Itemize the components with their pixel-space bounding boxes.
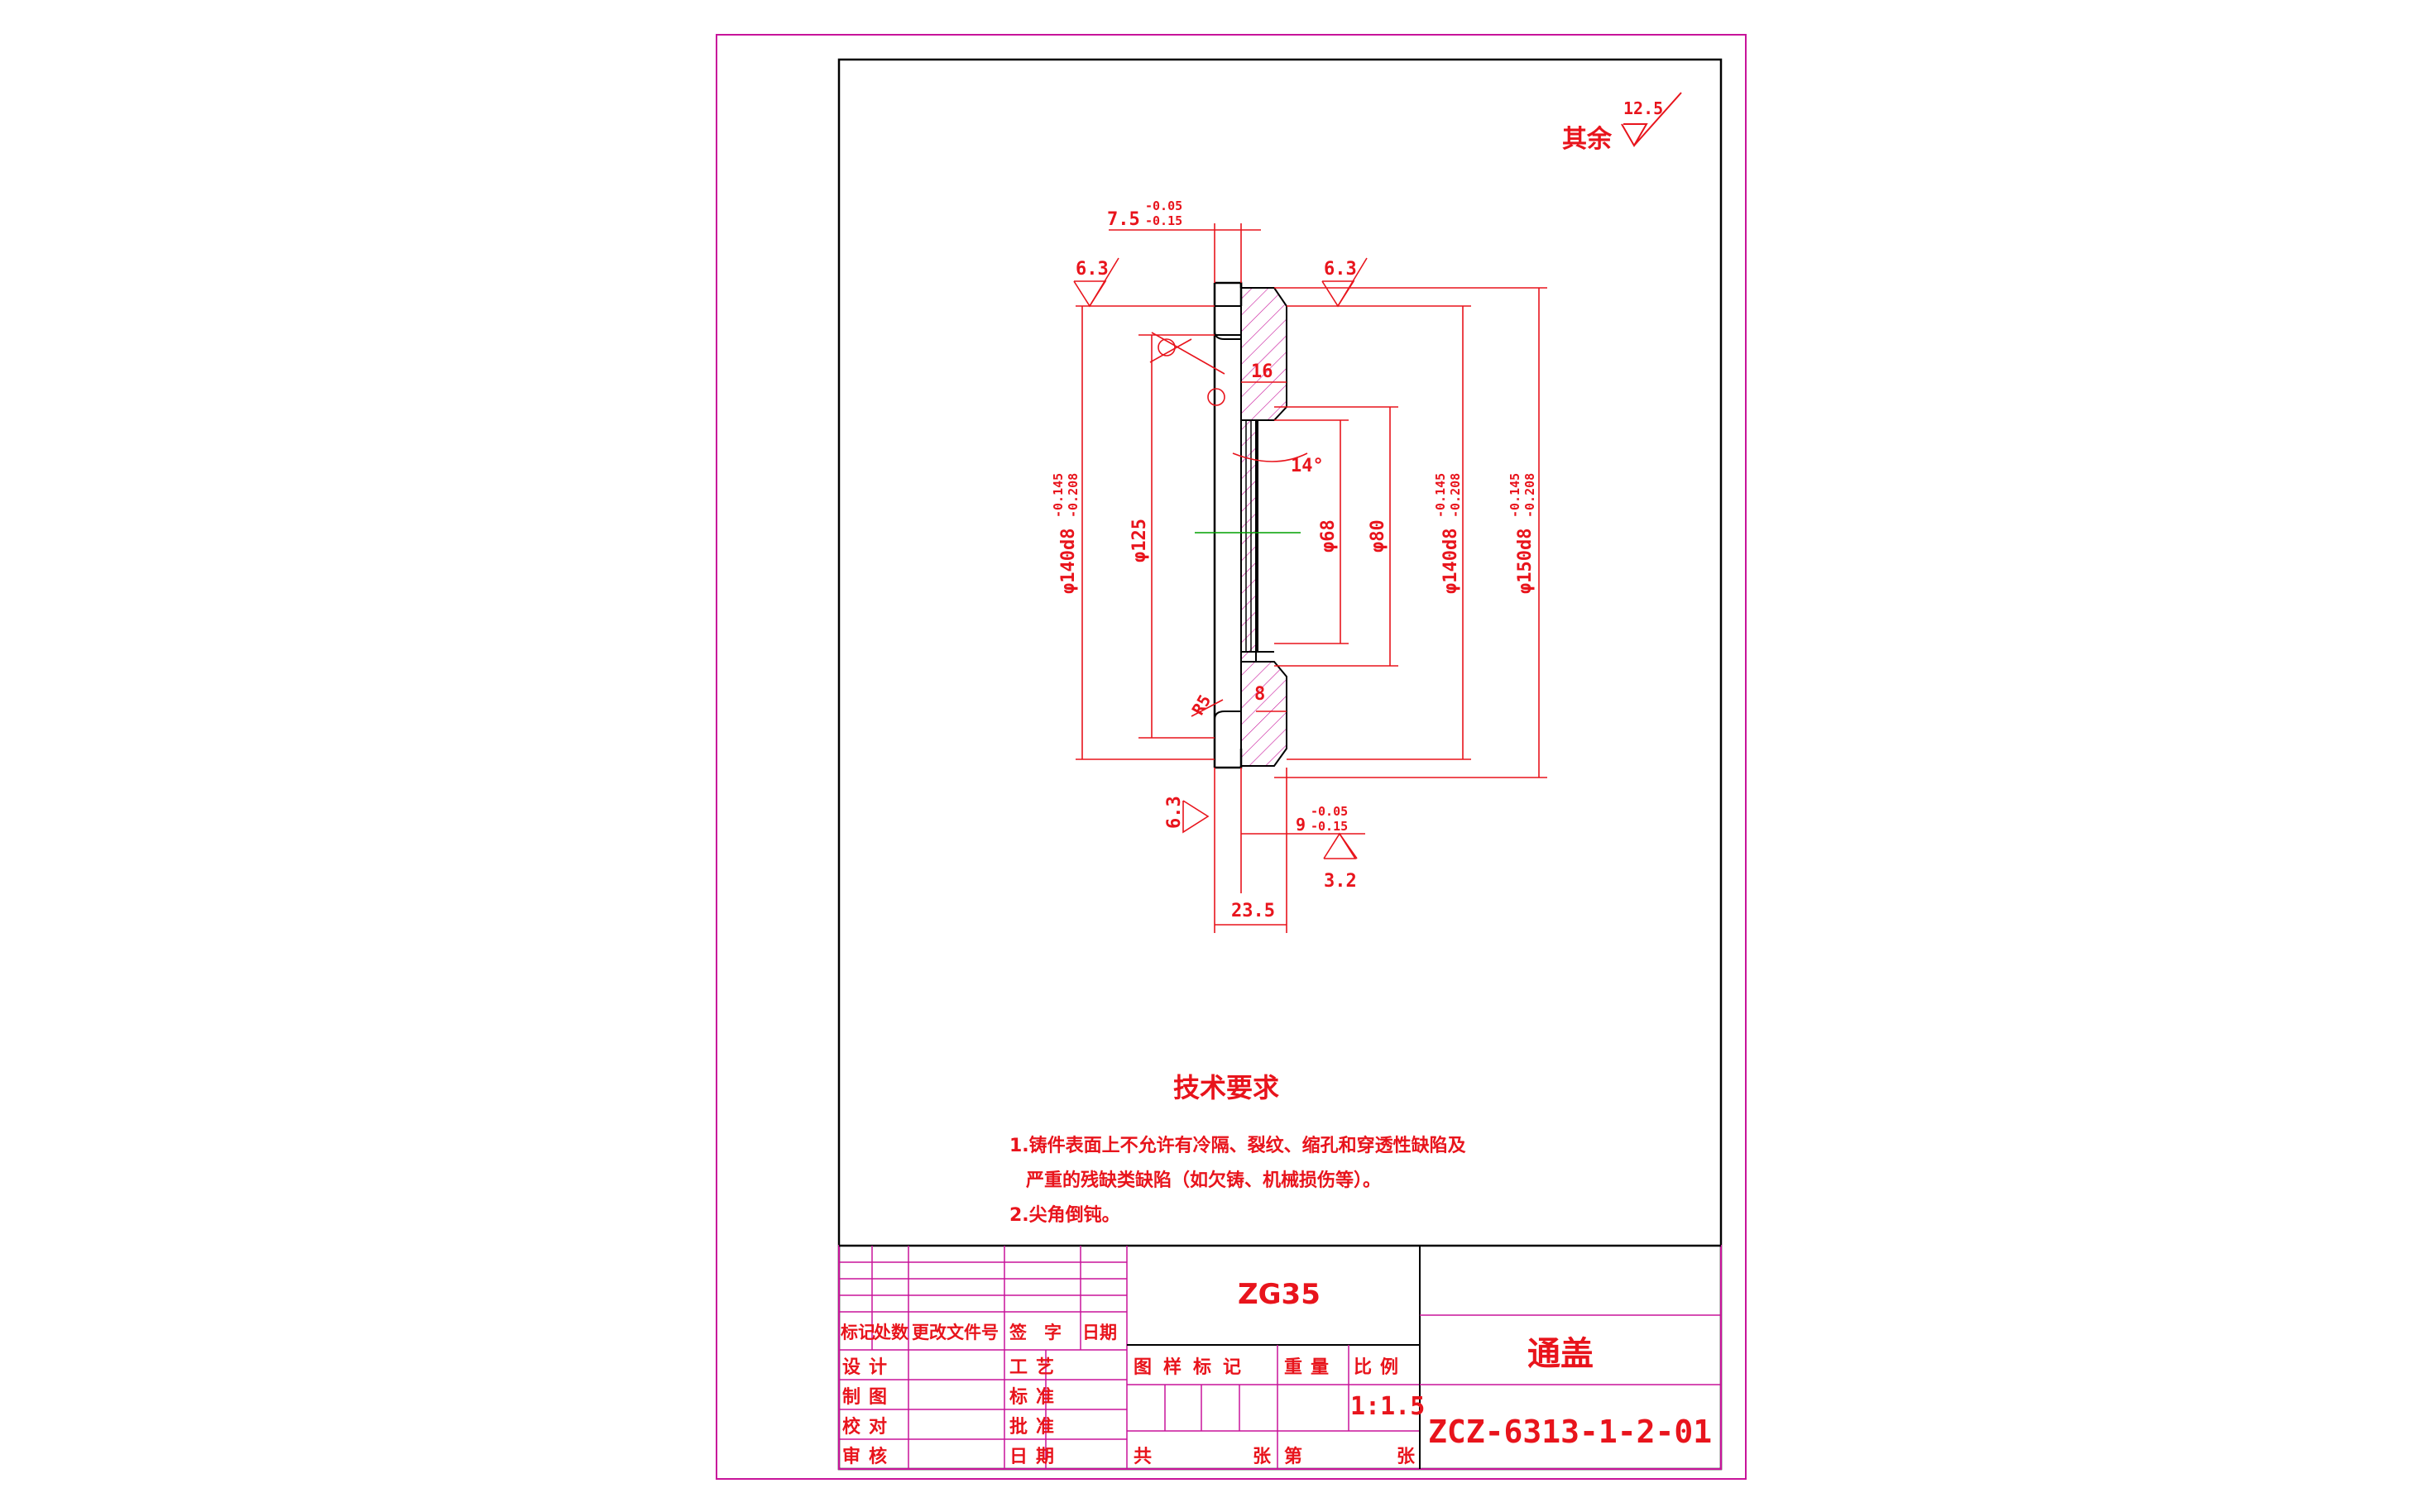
outer-frame <box>716 34 1747 1480</box>
section-top <box>1240 287 1287 663</box>
dim-groove-width: 16 <box>1251 361 1273 382</box>
dim-right-140-upper: -0.145 <box>1433 473 1448 518</box>
tb-drawing: 制图 <box>842 1387 895 1408</box>
tech-req-line3: 2.尖角倒钝。 <box>1009 1204 1120 1226</box>
tech-req-line2: 严重的残缺类缺陷（如欠铸、机械损伤等）。 <box>1026 1170 1381 1191</box>
dim-thickness-top-lower: -0.15 <box>1145 213 1182 228</box>
inner-frame <box>837 58 1723 1471</box>
dim-flange-thickness-upper: -0.05 <box>1311 804 1348 819</box>
tb-header-mark: 标记 <box>841 1323 875 1342</box>
tb-material: ZG35 <box>1238 1278 1321 1311</box>
dim-right-140: φ140d8 <box>1440 529 1461 594</box>
dim-groove-depth: 8 <box>1254 684 1265 705</box>
tb-header-count: 处数 <box>873 1323 909 1342</box>
part-section <box>1195 281 1301 769</box>
dim-radius: R5 <box>1188 691 1215 719</box>
tb-process: 工艺 <box>1009 1356 1062 1378</box>
dim-right-140-lower: -0.208 <box>1448 473 1463 518</box>
dim-thickness-top-upper: -0.05 <box>1145 199 1182 213</box>
tb-review: 审核 <box>842 1446 895 1467</box>
dim-flange-thickness: 9 <box>1296 815 1306 835</box>
tb-drawing-number: ZCZ-6313-1-2-01 <box>1428 1414 1712 1450</box>
rough-bottom-left-value: 6.3 <box>1164 796 1185 829</box>
tb-stage-mark: 图样标记 <box>1134 1356 1253 1378</box>
dim-phi68: φ68 <box>1318 519 1339 553</box>
tb-standard: 标准 <box>1009 1386 1062 1408</box>
tb-header-doc: 更改文件号 <box>912 1323 999 1342</box>
tb-sheet-no: 第 <box>1284 1446 1302 1467</box>
tb-check: 校对 <box>842 1416 895 1438</box>
dim-150-lower: -0.208 <box>1522 473 1537 518</box>
dim-phi125: φ125 <box>1129 519 1150 562</box>
title-block <box>838 1244 1722 1470</box>
tb-sheet-unit2: 张 <box>1397 1447 1416 1467</box>
rough-right-value: 6.3 <box>1324 259 1357 280</box>
dimension-lines <box>1076 223 1547 933</box>
roughness-symbols <box>1073 257 1368 859</box>
dim-left-140-lower: -0.208 <box>1066 473 1081 518</box>
dim-flange-thickness-lower: -0.15 <box>1311 819 1348 834</box>
tb-weight-header: 重量 <box>1284 1357 1337 1378</box>
dim-angle: 14° <box>1291 456 1324 476</box>
tech-req-title: 技术要求 <box>1173 1072 1279 1103</box>
section-upper-body <box>1214 305 1242 336</box>
roughness-general-label: 其余 <box>1562 125 1613 154</box>
dim-150-upper: -0.145 <box>1507 473 1522 518</box>
tb-scale-header: 比例 <box>1354 1357 1407 1378</box>
roughness-general: 其余 12.5 <box>1562 92 1682 154</box>
rough-bottom-value: 3.2 <box>1324 871 1357 892</box>
section-bottom <box>1240 661 1287 767</box>
tb-approve: 批准 <box>1009 1417 1062 1438</box>
dim-left-140-upper: -0.145 <box>1051 473 1066 518</box>
tb-date: 日期 <box>1009 1447 1062 1467</box>
tb-scale-value: 1:1.5 <box>1350 1392 1425 1421</box>
rough-left-value: 6.3 <box>1076 259 1109 280</box>
dim-phi80: φ80 <box>1368 519 1388 553</box>
tb-header-sign: 签 字 <box>1009 1323 1062 1342</box>
dim-total-length: 23.5 <box>1231 901 1275 921</box>
tb-sheet-unit: 张 <box>1253 1447 1272 1467</box>
dim-left-140: φ140d8 <box>1058 529 1079 594</box>
tb-header-date: 日期 <box>1082 1323 1117 1342</box>
roughness-general-value: 12.5 <box>1623 98 1663 118</box>
dim-thickness-top: 7.5 <box>1107 209 1140 230</box>
dim-150: φ150d8 <box>1515 529 1536 594</box>
tb-part-name: 通盖 <box>1527 1335 1594 1373</box>
tech-req-line1: 1.铸件表面上不允许有冷隔、裂纹、缩孔和穿透性缺陷及 <box>1009 1135 1467 1156</box>
tb-sheet-total: 共 <box>1134 1447 1152 1467</box>
tb-design: 设计 <box>842 1357 895 1378</box>
